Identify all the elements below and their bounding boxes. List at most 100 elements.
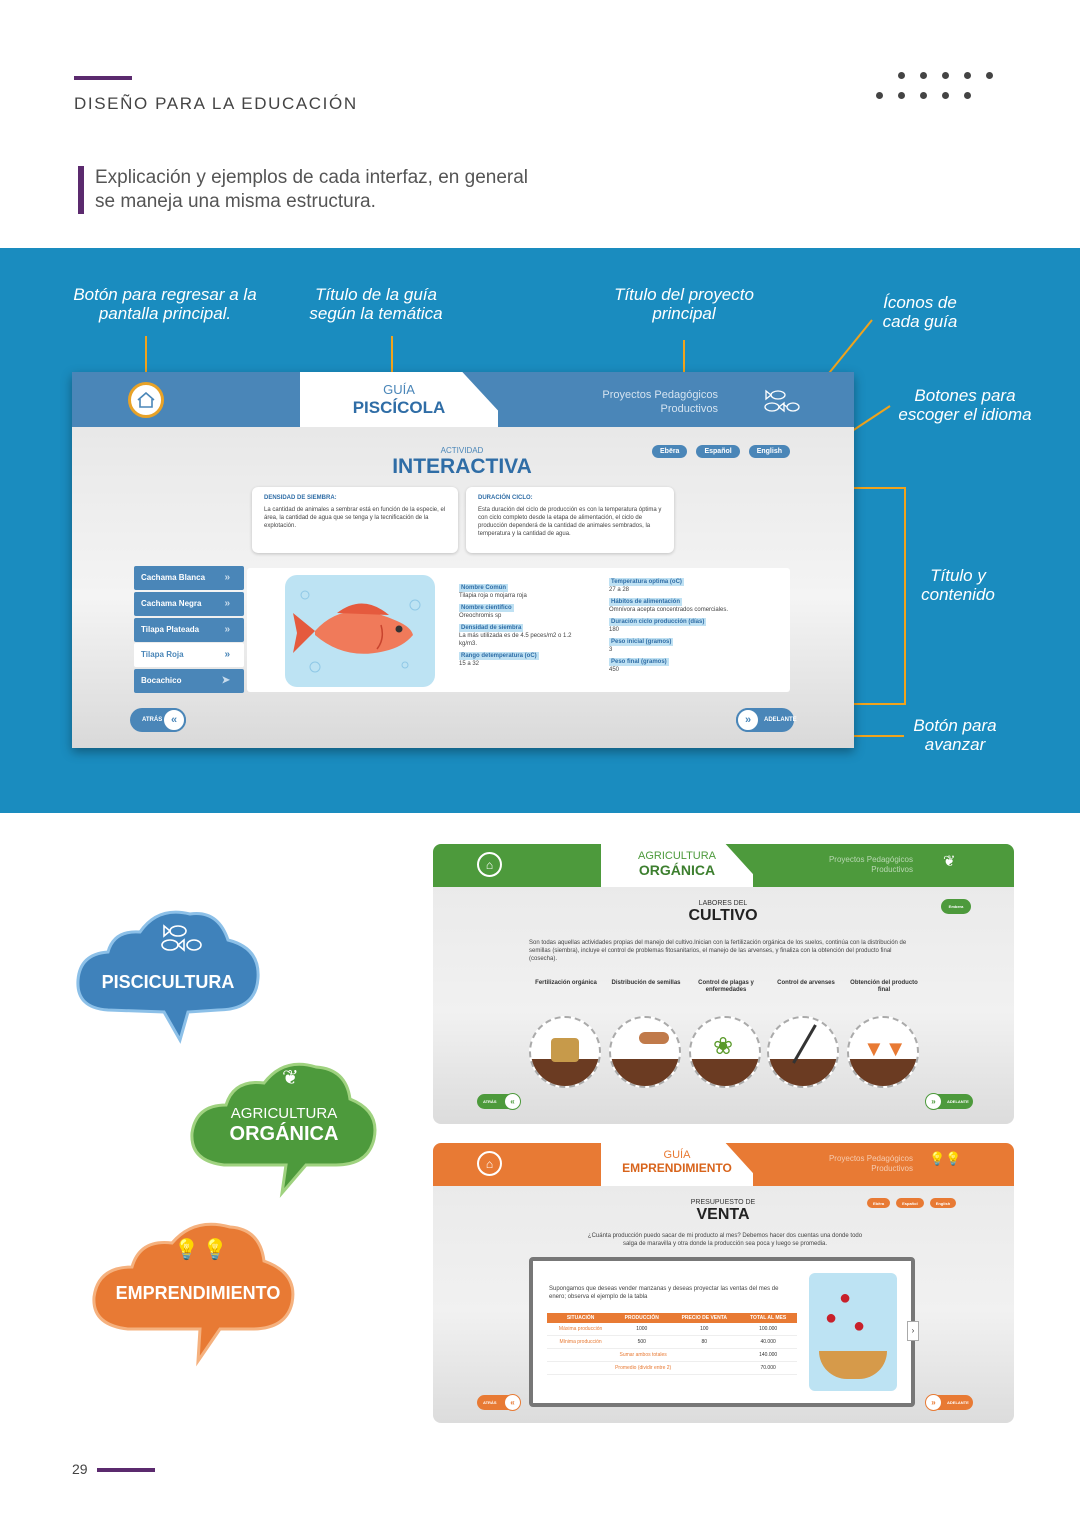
- guide-title-tab: GUÍA EMPRENDIMIENTO: [601, 1143, 753, 1186]
- lang-button-english[interactable]: English: [748, 445, 790, 458]
- cloud-agricultura: ❦ AGRICULTURA ORGÁNICA: [186, 1055, 382, 1200]
- lang-button-espanol[interactable]: Español: [696, 445, 740, 458]
- table-cell: 1000: [614, 1323, 670, 1336]
- field-value: 15 a 32: [459, 661, 480, 667]
- table-cell: 100.000: [739, 1323, 797, 1336]
- activity-title: INTERACTIVA: [392, 455, 532, 478]
- table-row: Máxima producción 1000 100 100.000: [547, 1323, 797, 1336]
- screen-subtitle: LABORES DEL: [698, 900, 748, 907]
- back-button[interactable]: ATRÁS «: [130, 708, 186, 732]
- species-item[interactable]: Cachama Negra»: [134, 592, 244, 616]
- lang-button-embera[interactable]: Embera: [941, 899, 971, 914]
- back-label: ATRÁS: [483, 1099, 497, 1104]
- lang-button-english[interactable]: English: [929, 1198, 957, 1208]
- lang-button-espanol[interactable]: Español: [896, 1198, 924, 1208]
- table-row: Promedio (dividir entre 2) 70.000: [547, 1361, 797, 1375]
- table-header-row: SITUACIÓN PRODUCCIÓN PRECIO DE VENTA TOT…: [547, 1313, 797, 1323]
- chevron-right-icon: »: [925, 1093, 942, 1110]
- piscicola-screen: GUÍA PISCÍCOLA Proyectos Pedagógicos Pro…: [72, 372, 854, 748]
- table-cell: 40.000: [739, 1335, 797, 1349]
- section-title: DISEÑO PARA LA EDUCACIÓN: [74, 94, 358, 113]
- cloud-label-top: AGRICULTURA: [230, 1105, 338, 1122]
- emprendimiento-screen: ⌂ GUÍA EMPRENDIMIENTO Proyectos Pedagógi…: [433, 1143, 1014, 1423]
- screen-subtitle: PRESUPUESTO DE: [690, 1199, 756, 1206]
- next-label: ADELANTE: [947, 1099, 969, 1104]
- step-weeds-image[interactable]: [767, 1016, 839, 1088]
- home-icon: ⌂: [485, 857, 494, 872]
- species-label: Cachama Negra: [141, 599, 202, 608]
- chevron-right-icon: ›: [911, 1326, 915, 1335]
- screen-title: CULTIVO: [688, 907, 758, 924]
- guide-title-tab: AGRICULTURA ORGÁNICA: [601, 844, 753, 887]
- species-label: Cachama Blanca: [141, 573, 206, 582]
- home-button[interactable]: [128, 382, 164, 418]
- step-seeds-image[interactable]: [609, 1016, 681, 1088]
- home-button[interactable]: ⌂: [477, 1151, 502, 1176]
- home-button[interactable]: ⌂: [477, 852, 502, 877]
- agricultura-screen: ⌂ AGRICULTURA ORGÁNICA Proyectos Pedagóg…: [433, 844, 1014, 1124]
- table-header: PRODUCCIÓN: [614, 1313, 670, 1323]
- chevron-left-icon: «: [504, 1394, 521, 1411]
- step-harvest-image[interactable]: ▼▼: [847, 1016, 919, 1088]
- species-item[interactable]: Bocachico➤: [134, 669, 244, 693]
- callout-back-button: Botón para regresar a la pantalla princi…: [73, 285, 257, 323]
- cloud-label: EMPRENDIMIENTO: [115, 1283, 281, 1303]
- field-label: Nombre Común: [459, 584, 508, 592]
- step-pests-image[interactable]: ❀: [689, 1016, 761, 1088]
- guide-label: AGRICULTURA: [637, 850, 717, 862]
- project-title: Proyectos Pedagógicos Productivos: [828, 1154, 913, 1173]
- next-button[interactable]: » ADELANTE: [736, 708, 797, 732]
- screen-description: Son todas aquellas actividades propias d…: [529, 940, 907, 962]
- table-cell: 500: [614, 1335, 670, 1349]
- panel-arrow-button[interactable]: ›: [907, 1321, 919, 1341]
- field-label: Rango detemperatura (oC): [459, 652, 539, 660]
- back-button[interactable]: ATRÁS«: [477, 1093, 521, 1110]
- field-value: 27 a 28: [609, 587, 630, 593]
- field-value: 3: [609, 647, 613, 653]
- field-value: 180: [609, 627, 620, 633]
- step-label: Control de arvenses: [777, 980, 835, 986]
- field-value: Oreochromis sp: [459, 613, 502, 619]
- guide-name: ORGÁNICA: [638, 862, 716, 878]
- next-button[interactable]: »ADELANTE: [925, 1394, 973, 1411]
- lang-button-ebera[interactable]: Ebëra: [652, 445, 688, 458]
- cloud-label-bottom: ORGÁNICA: [229, 1123, 339, 1145]
- step-fertilizer-image[interactable]: [529, 1016, 601, 1088]
- guide-label: GUÍA: [663, 1149, 691, 1161]
- species-label: Tilapa Roja: [141, 650, 184, 659]
- species-item[interactable]: Tilapa Plateada»: [134, 618, 244, 642]
- field-label: Peso inicial (gramos): [609, 638, 674, 646]
- guide-title-tab: GUÍA PISCÍCOLA: [300, 372, 498, 427]
- guide-label: GUÍA: [383, 382, 415, 397]
- field-label: Duración ciclo producción (días): [609, 618, 707, 626]
- field-label: Temperatura optima (oC): [609, 578, 684, 586]
- lang-button-ebera[interactable]: Ebëra: [867, 1198, 891, 1208]
- next-label: ADELANTE: [947, 1400, 969, 1405]
- table-header: SITUACIÓN: [547, 1313, 615, 1323]
- field-label: Densidad de siembra: [459, 624, 524, 632]
- intro-text: Explicación y ejemplos de cada interfaz,…: [95, 167, 529, 212]
- lightbulb-icon: 💡💡: [174, 1239, 232, 1261]
- back-button[interactable]: ATRÁS «: [477, 1394, 521, 1411]
- table-row: Mínima producción 500 80 40.000: [547, 1335, 797, 1349]
- next-button[interactable]: » ADELANTE: [925, 1093, 973, 1110]
- chevron-right-icon: »: [736, 708, 760, 732]
- species-item[interactable]: Cachama Blanca»: [134, 566, 244, 590]
- info-card-text: Esta duración del ciclo de producción es…: [478, 507, 662, 537]
- info-card-cycle: DURACIÓN CICLO: Esta duración del ciclo …: [466, 487, 674, 553]
- language-buttons: Ebëra Español English: [652, 445, 790, 458]
- species-item-active[interactable]: Tilapa Roja»: [134, 643, 244, 667]
- table-cell: Sumar ambos totales: [547, 1348, 740, 1362]
- info-card-heading: DURACIÓN CICLO:: [478, 495, 533, 501]
- step-label: Control de plagas y enfermedades: [698, 980, 754, 993]
- field-value: Omnívora acepta concentrados comerciales…: [609, 607, 729, 613]
- page-number: 29: [72, 1461, 88, 1477]
- cloud-emprendimiento: 💡💡 EMPRENDIMIENTO: [88, 1215, 308, 1370]
- home-icon: [137, 392, 155, 408]
- field-label: Peso final (gramos): [609, 658, 669, 666]
- plant-hand-icon: ❦: [943, 853, 956, 870]
- decorative-dots: [874, 70, 1004, 106]
- back-label: ATRÁS: [483, 1400, 497, 1405]
